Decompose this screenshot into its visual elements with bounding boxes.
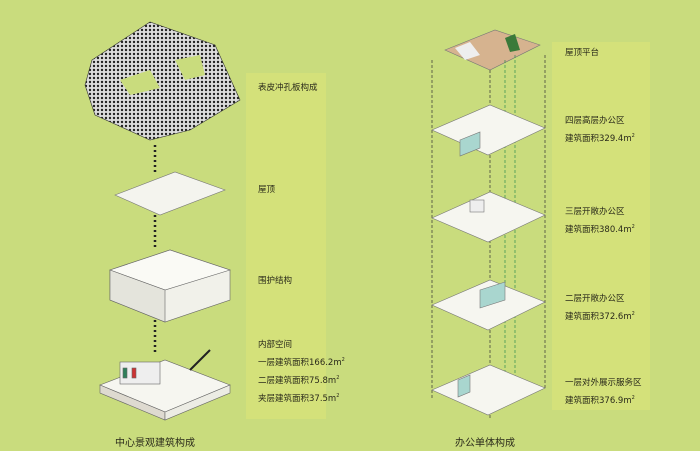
- label-roof: 屋顶: [258, 185, 276, 195]
- interior-layer: [99, 349, 231, 421]
- label-floor-4: 四层高层办公区 建筑面积329.4m2: [565, 114, 635, 147]
- unit-sup: 2: [341, 357, 345, 363]
- office-floor-plates: [431, 104, 546, 416]
- left-caption: 中心景观建筑构成: [115, 438, 195, 449]
- roof-terrace-layer: [444, 29, 541, 71]
- area-line: 建筑面积329.4m2: [565, 129, 635, 147]
- area-text: 建筑面积380.4m: [565, 224, 632, 235]
- label-interior: 内部空间 一层建筑面积166.2m2 二层建筑面积75.8m2 夹层建筑面积37…: [258, 338, 345, 406]
- floor-2: [431, 279, 546, 331]
- floor-title: 二层开敞办公区: [565, 294, 625, 304]
- floor-3: [431, 191, 546, 243]
- unit-sup: 2: [336, 392, 340, 399]
- floor-title: 一层对外展示服务区: [565, 378, 642, 388]
- unit-sup: 2: [631, 224, 635, 230]
- left-label-panel: [246, 73, 326, 419]
- area-line: 一层建筑面积166.2m2: [258, 353, 345, 371]
- area-text: 建筑面积329.4m: [565, 133, 632, 144]
- floor-4: [431, 104, 546, 157]
- area-text: 一层建筑面积166.2m: [258, 357, 342, 368]
- label-floor-2: 二层开敞办公区 建筑面积372.6m2: [565, 292, 635, 325]
- floor-title: 四层高层办公区: [565, 116, 625, 126]
- enclosure-layer: [109, 249, 231, 323]
- interior-title: 内部空间: [258, 340, 293, 350]
- area-line: 建筑面积372.6m2: [565, 307, 635, 325]
- area-line: 二层建筑面积75.8m2: [258, 371, 345, 389]
- area-text: 二层建筑面积75.8m: [258, 375, 337, 386]
- roof-layer: [114, 171, 226, 216]
- area-text: 建筑面积372.6m: [565, 311, 632, 322]
- perforated-skin-layer: [84, 21, 241, 141]
- right-caption: 办公单体构成: [455, 438, 515, 449]
- area-line: 建筑面积376.9m2: [565, 391, 642, 409]
- unit-sup: 2: [631, 395, 635, 401]
- label-floor-1: 一层对外展示服务区 建筑面积376.9m2: [565, 376, 642, 409]
- area-line: 夹层建筑面积37.5m2: [258, 389, 345, 407]
- floor-1: [431, 364, 546, 416]
- area-text: 建筑面积376.9m: [565, 395, 632, 406]
- floor-title: 三层开敞办公区: [565, 207, 625, 217]
- label-perforated-skin: 表皮冲孔板构成: [258, 83, 318, 93]
- unit-sup: 2: [631, 311, 635, 317]
- area-line: 建筑面积380.4m2: [565, 220, 635, 238]
- vertical-guide-lines: [431, 55, 546, 420]
- unit-sup: 2: [631, 133, 635, 139]
- label-enclosure: 围护结构: [258, 276, 293, 286]
- right-label-panel: [552, 42, 650, 410]
- unit-sup: 2: [336, 374, 340, 381]
- area-text: 夹层建筑面积37.5m: [258, 393, 337, 404]
- label-floor-3: 三层开敞办公区 建筑面积380.4m2: [565, 205, 635, 238]
- label-roof-terrace: 屋顶平台: [565, 48, 600, 58]
